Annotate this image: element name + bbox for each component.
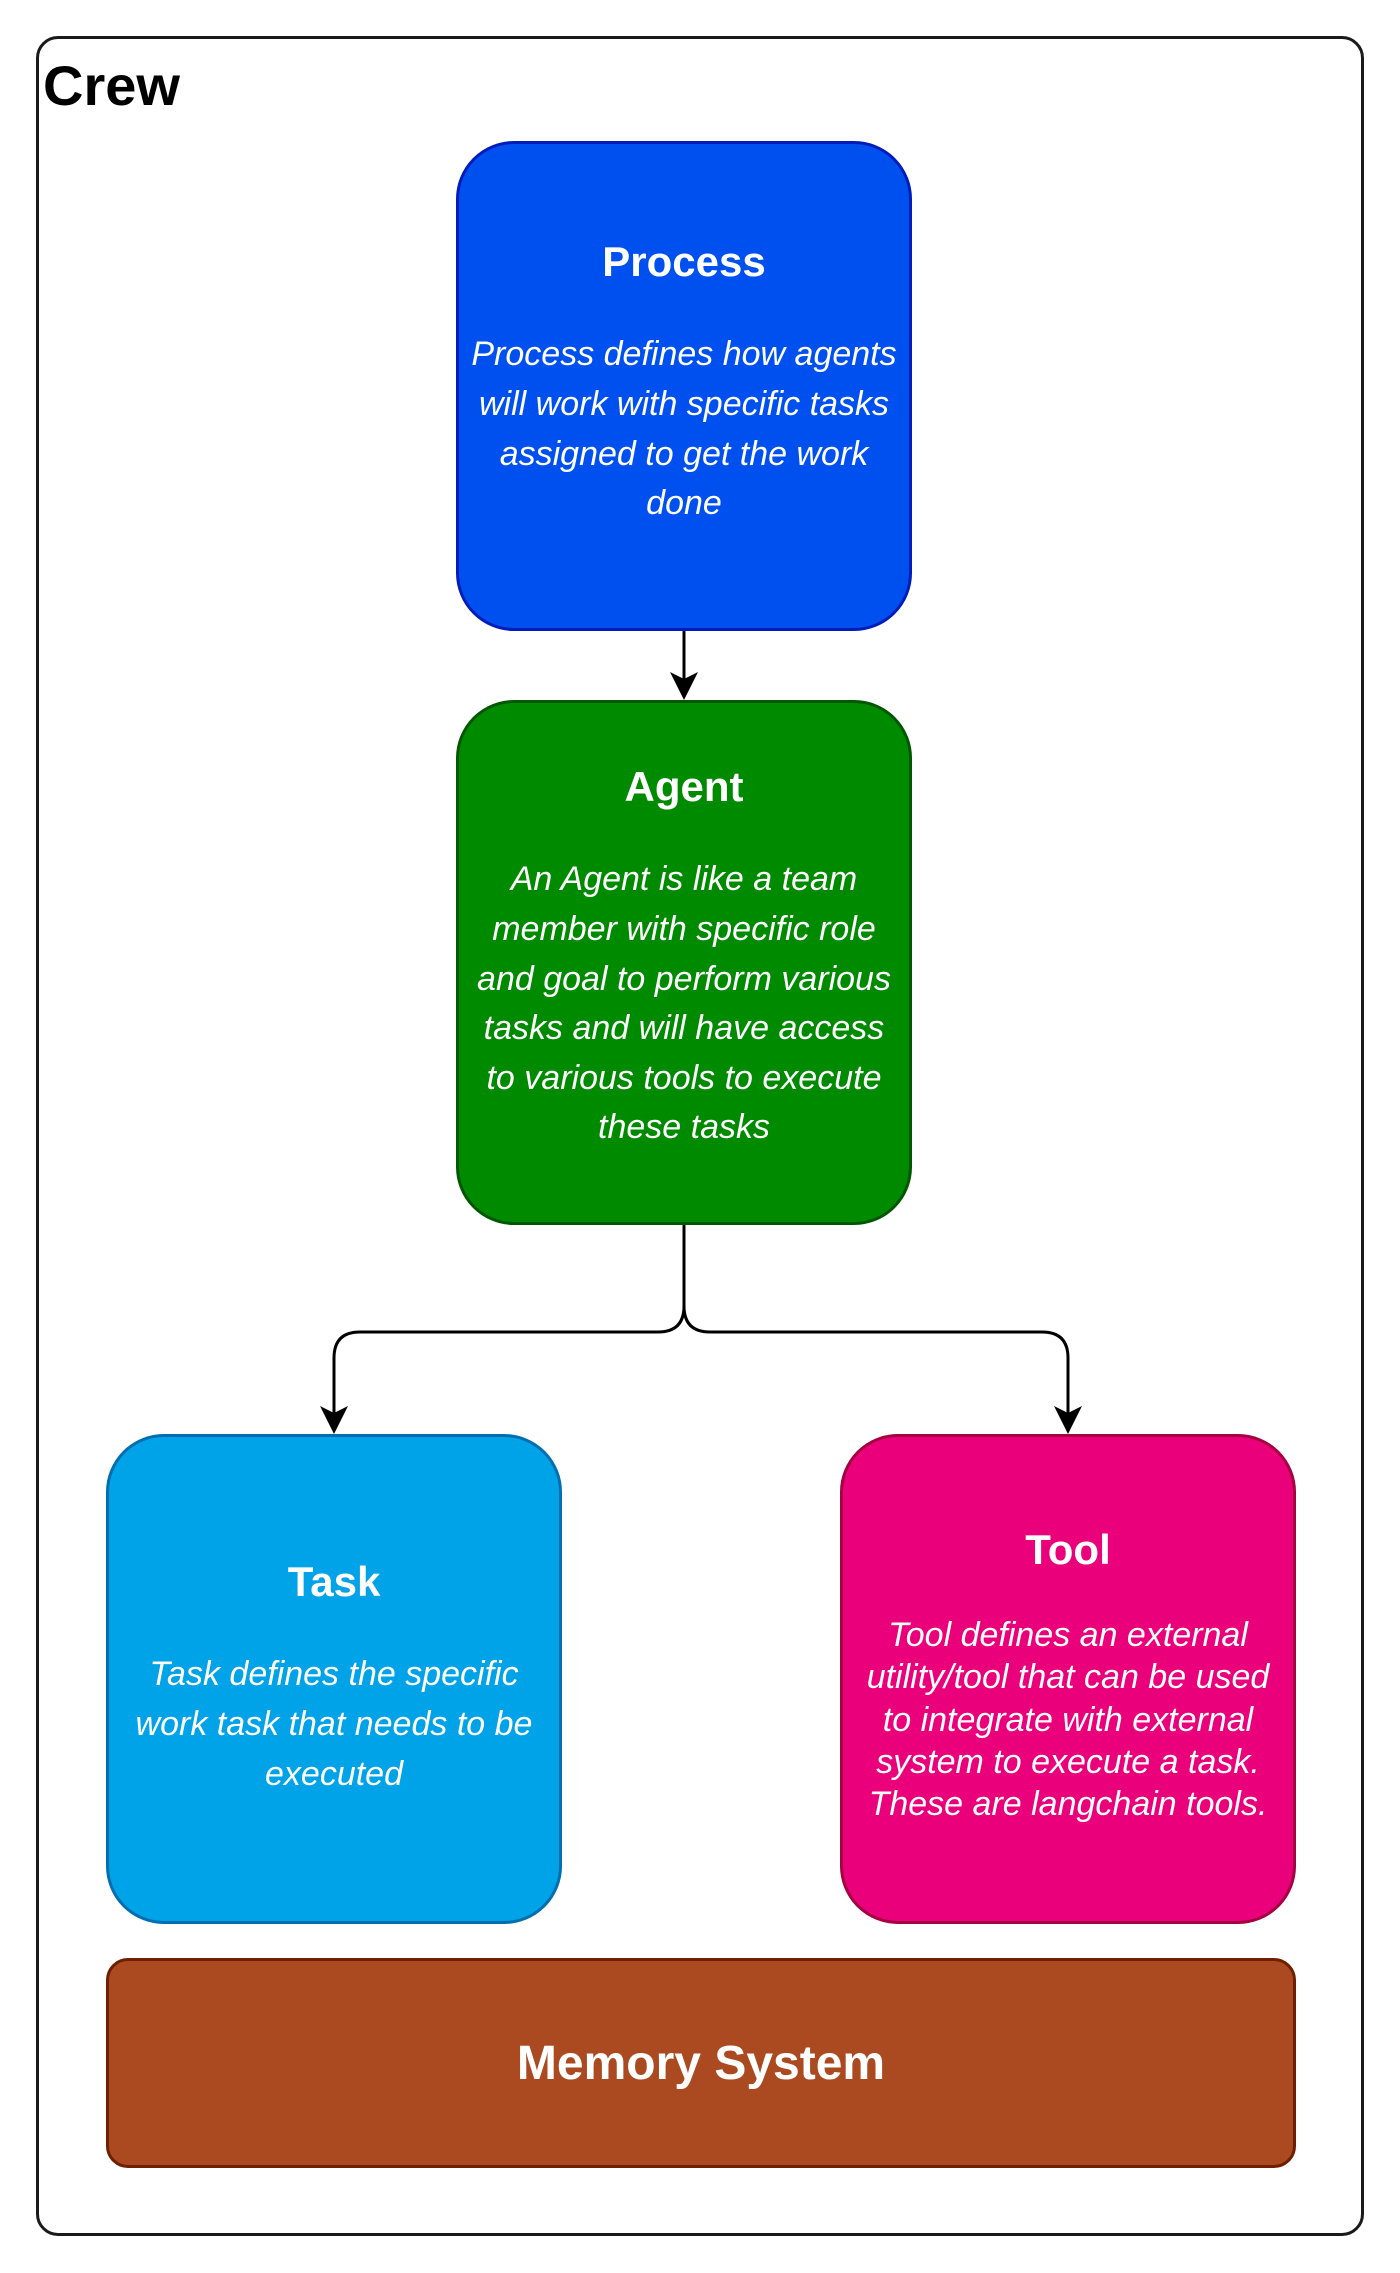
agent-description: An Agent is like a team member with spec… (477, 860, 891, 1147)
process-title: Process (602, 238, 766, 285)
tool-description: Tool defines an external utility/tool th… (866, 1616, 1270, 1823)
crew-title: Crew (43, 54, 180, 117)
agent-title: Agent (624, 763, 744, 810)
memory-system-title: Memory System (516, 2036, 886, 2090)
tool-title: Tool (1025, 1526, 1111, 1573)
tool-node: Tool Tool defines an external utility/to… (840, 1434, 1296, 1924)
process-description: Process defines how agents will work wit… (471, 335, 897, 523)
task-description: Task defines the specific work task that… (135, 1655, 533, 1793)
task-title: Task (287, 1558, 381, 1605)
process-node: Process Process defines how agents will … (456, 141, 912, 631)
agent-node: Agent An Agent is like a team member wit… (456, 700, 912, 1225)
task-node: Task Task defines the specific work task… (106, 1434, 562, 1924)
memory-system-node: Memory System (106, 1958, 1296, 2168)
